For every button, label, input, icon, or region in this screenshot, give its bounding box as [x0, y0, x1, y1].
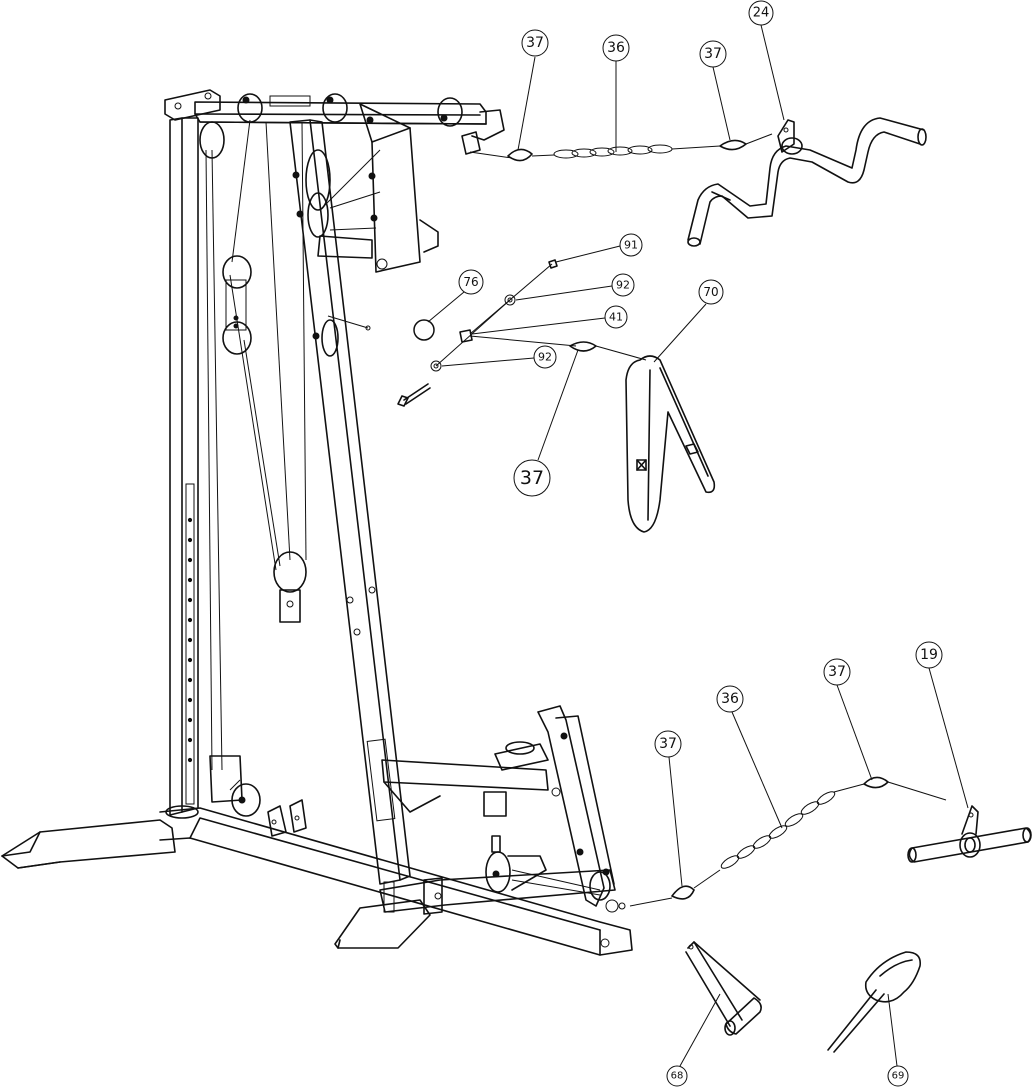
upper-chain-assembly: [470, 134, 772, 161]
callout-37-lower-right: 37: [824, 659, 850, 685]
svg-text:37: 37: [526, 35, 544, 51]
machine-cables: [206, 120, 380, 790]
callout-37-top-right: 37: [700, 41, 726, 67]
ankle-strap: [828, 952, 920, 1052]
svg-text:24: 24: [753, 6, 770, 21]
lat-bar: [688, 118, 926, 246]
svg-text:91: 91: [624, 239, 638, 252]
callout-24: 24: [749, 1, 773, 25]
svg-text:37: 37: [828, 664, 846, 680]
lower-chain: [694, 784, 864, 888]
callout-70: 70: [699, 280, 723, 304]
callout-76: 76: [459, 270, 483, 294]
svg-text:36: 36: [721, 691, 739, 707]
callout-92-lower: 92: [534, 346, 556, 368]
svg-text:69: 69: [892, 1071, 905, 1082]
callout-36-top: 36: [603, 35, 629, 61]
callout-36-lower: 36: [717, 686, 743, 712]
straight-bar: [908, 806, 1031, 862]
gym-machine-frame: [2, 90, 632, 955]
svg-text:36: 36: [607, 40, 625, 56]
svg-text:76: 76: [463, 275, 478, 289]
top-pulleys: [238, 94, 462, 126]
callout-37-lower-left: 37: [655, 731, 681, 757]
callout-37-middle: 37: [514, 460, 550, 496]
callout-91: 91: [620, 234, 642, 256]
svg-text:92: 92: [616, 279, 630, 292]
svg-text:70: 70: [703, 285, 718, 299]
callout-41: 41: [605, 306, 627, 328]
svg-text:37: 37: [704, 46, 722, 62]
tricep-rope-handle: [626, 356, 714, 532]
svg-text:19: 19: [920, 647, 938, 663]
svg-text:41: 41: [609, 311, 623, 324]
middle-hardware: [328, 260, 646, 406]
svg-text:92: 92: [538, 351, 552, 364]
stirrup-handle: [686, 942, 761, 1035]
svg-text:37: 37: [520, 467, 544, 489]
callout-69: 69: [888, 1066, 908, 1086]
callout-68: 68: [667, 1066, 687, 1086]
upper-chain: [532, 145, 720, 158]
svg-text:68: 68: [671, 1071, 684, 1082]
callout-19: 19: [916, 642, 942, 668]
callout-92-upper: 92: [612, 274, 634, 296]
weight-stack-holes: [188, 518, 191, 761]
callout-37-top-left: 37: [522, 30, 548, 56]
svg-text:37: 37: [659, 736, 677, 752]
